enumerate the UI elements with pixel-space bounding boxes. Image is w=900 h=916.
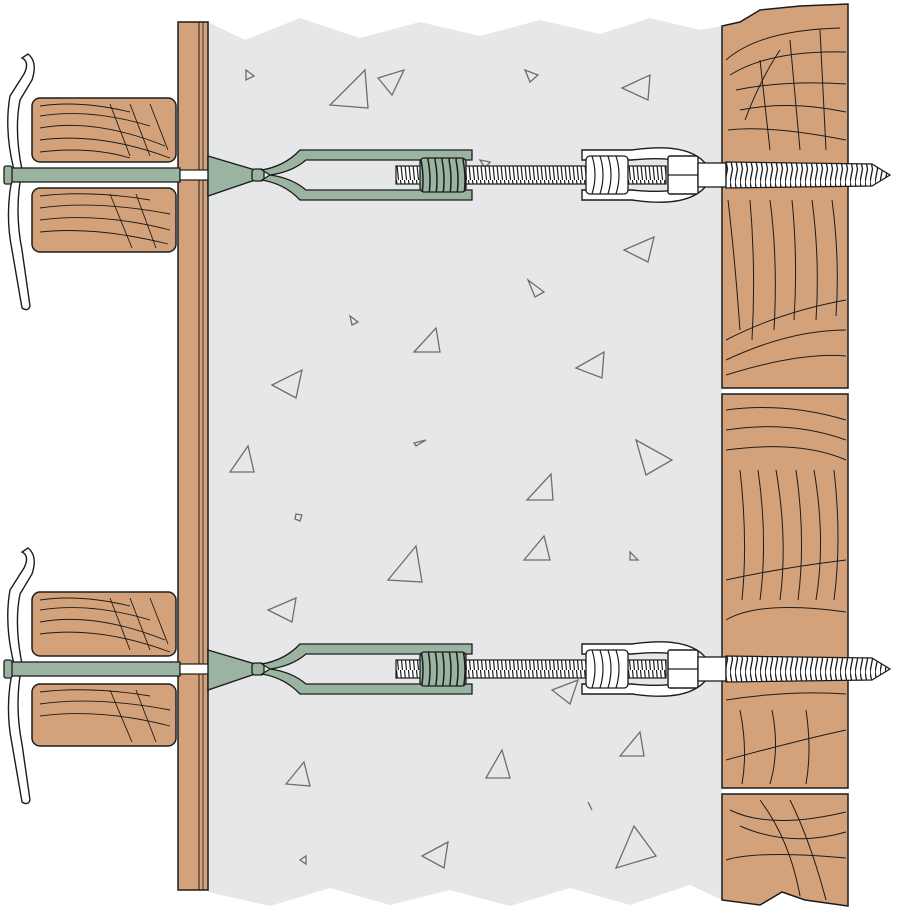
concrete-aggregate <box>228 68 674 870</box>
right-timber-wall <box>721 3 849 907</box>
coil-nut-green <box>419 157 467 193</box>
lag-screw <box>725 161 892 189</box>
left-stud-block-bottom <box>31 683 177 747</box>
form-clip-strap <box>7 53 35 311</box>
tie-fork <box>260 643 473 695</box>
lag-screw <box>725 655 892 683</box>
timber-block-middle <box>721 393 849 789</box>
hex-bolt-head <box>667 155 727 195</box>
timber-block-lower <box>721 793 849 907</box>
left-stud-block-top <box>31 591 177 657</box>
tie-cone <box>207 649 265 691</box>
hex-bolt-head <box>667 649 727 689</box>
left-sheathing-board <box>177 21 209 891</box>
tie-fork <box>260 149 473 201</box>
form-clip-strap <box>7 547 35 805</box>
tie-rod-left <box>3 659 211 679</box>
tie-assembly-lower <box>3 547 892 805</box>
timber-block-upper <box>721 3 849 389</box>
tie-assembly-upper <box>3 53 892 311</box>
tie-rod-left <box>3 165 211 185</box>
tie-cone <box>207 155 265 197</box>
left-stud-block-top <box>31 97 177 163</box>
left-stud-block-bottom <box>31 187 177 253</box>
coil-nut-green <box>419 651 467 687</box>
